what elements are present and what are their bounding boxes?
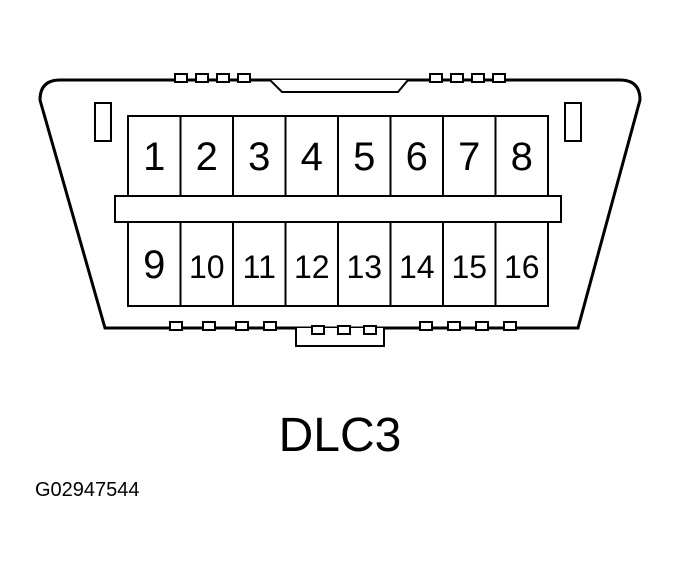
pin-label-7: 7 xyxy=(458,135,480,179)
pin-cell-13 xyxy=(337,221,392,307)
pin-cell-6 xyxy=(389,115,444,197)
pin-label-14: 14 xyxy=(399,249,435,285)
pin-label-5: 5 xyxy=(353,135,375,179)
pin-label-15: 15 xyxy=(451,249,487,285)
figure-code: G02947544 xyxy=(35,479,140,501)
pin-cell-12 xyxy=(284,221,339,307)
pin-label-10: 10 xyxy=(189,249,225,285)
pin-label-6: 6 xyxy=(406,135,428,179)
pin-label-13: 13 xyxy=(346,249,382,285)
top-key-tab xyxy=(269,79,409,93)
pin-label-12: 12 xyxy=(294,249,330,285)
pin-cell-11 xyxy=(232,221,287,307)
pin-label-4: 4 xyxy=(301,135,323,179)
pin-cell-14 xyxy=(389,221,444,307)
pin-cell-15 xyxy=(442,221,497,307)
top-teeth xyxy=(174,73,506,83)
pin-cell-4 xyxy=(284,115,339,197)
pin-cell-16 xyxy=(494,221,549,307)
separator-bar xyxy=(114,195,562,223)
pin-cell-8 xyxy=(494,115,549,197)
pin-label-2: 2 xyxy=(196,135,218,179)
connector-housing xyxy=(38,78,642,330)
bottom-teeth xyxy=(169,321,517,331)
pin-cell-2 xyxy=(179,115,234,197)
left-latch xyxy=(94,102,112,142)
pin-label-11: 11 xyxy=(243,249,276,285)
pin-label-16: 16 xyxy=(504,249,540,285)
pin-cell-1 xyxy=(127,115,182,197)
right-latch xyxy=(564,102,582,142)
pin-label-8: 8 xyxy=(511,135,533,179)
pin-label-1: 1 xyxy=(143,135,165,179)
pin-label-9: 9 xyxy=(143,243,165,287)
bottom-key-notches xyxy=(311,325,377,335)
pin-cell-5 xyxy=(337,115,392,197)
bottom-row-pins: 9 10 11 12 13 14 15 16 xyxy=(127,221,549,307)
pin-label-3: 3 xyxy=(248,135,270,179)
connector-label: DLC3 xyxy=(279,409,402,462)
pin-cell-9 xyxy=(127,221,182,307)
